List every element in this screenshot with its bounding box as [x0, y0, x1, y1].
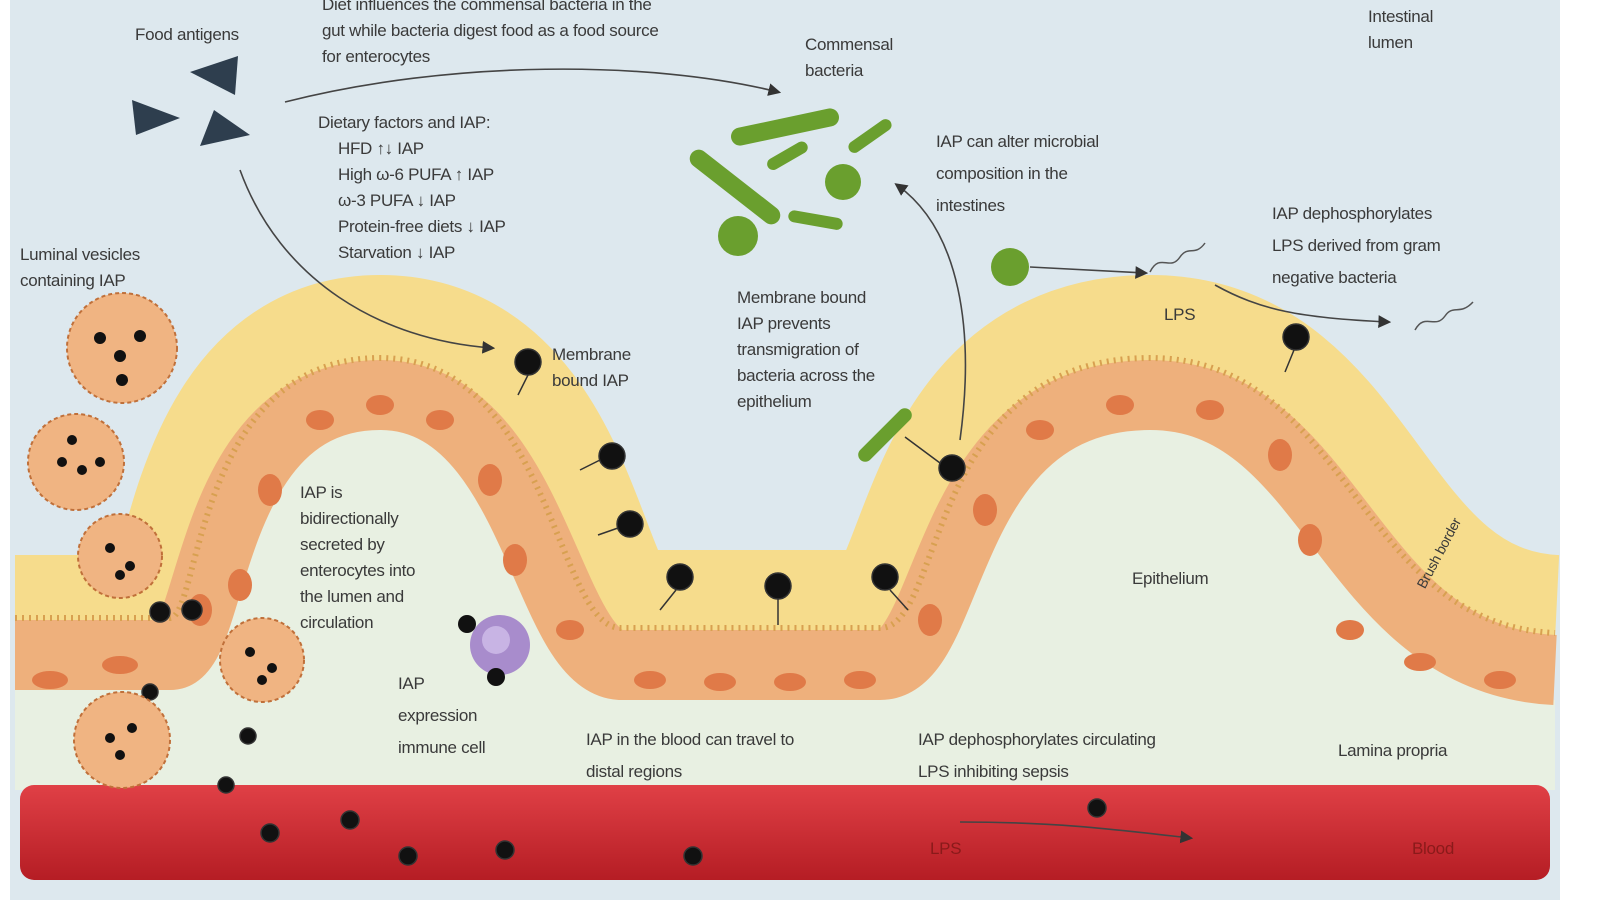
label-line: Intestinal: [1368, 7, 1434, 26]
label-line: bacteria: [805, 61, 864, 80]
label-line: bidirectionally: [300, 509, 399, 528]
label-blood: Blood: [1412, 839, 1454, 858]
label-line: lumen: [1368, 33, 1413, 52]
label-lamina-propria: Lamina propria: [1338, 741, 1448, 760]
label-line: Dietary factors and IAP:: [318, 113, 491, 132]
label-line: Starvation ↓ IAP: [338, 243, 456, 262]
blood-vessel: [20, 785, 1550, 880]
label-line: IAP dephosphorylates: [1272, 204, 1433, 223]
label-bidirectional-secretion: IAP is bidirectionally secreted by enter…: [300, 480, 416, 636]
label-line: composition in the: [936, 164, 1068, 183]
label-line: bacteria across the: [737, 366, 875, 385]
label-line: containing IAP: [20, 271, 126, 290]
immune-cell: [458, 615, 530, 686]
label-line: IAP in the blood can travel to: [586, 730, 795, 749]
label-line: Diet influences the commensal bacteria i…: [322, 0, 652, 14]
label-line: High ω-6 PUFA ↑ IAP: [338, 165, 494, 184]
label-lps-blood: LPS: [930, 839, 962, 858]
label-line: for enterocytes: [322, 47, 430, 66]
label-line: expression: [398, 706, 478, 725]
label-line: immune cell: [398, 738, 486, 757]
label-line: the lumen and: [300, 587, 404, 606]
label-line: Membrane bound: [737, 288, 867, 307]
arrows: [239, 68, 1392, 844]
epithelium: [15, 359, 1558, 705]
label-line: IAP is: [300, 483, 343, 502]
label-line: IAP: [398, 674, 425, 693]
label-food-antigens: Food antigens: [135, 25, 239, 44]
label-intestinal-lumen: Intestinal lumen: [1368, 4, 1433, 56]
label-membrane-bound-iap: Membrane bound IAP: [552, 342, 631, 394]
label-diet-bacteria: Diet influences the commensal bacteria i…: [322, 0, 659, 70]
label-dietary-factors: Dietary factors and IAP: HFD ↑↓ IAP High…: [318, 110, 506, 266]
iap-molecules: [141, 323, 1310, 866]
label-luminal-vesicles: Luminal vesicles containing IAP: [20, 242, 140, 294]
label-line: Membrane: [552, 345, 631, 364]
label-line: bound IAP: [552, 371, 629, 390]
label-line: Commensal: [805, 35, 893, 54]
label-line: enterocytes into: [300, 561, 416, 580]
label-lps-lumen: LPS: [1164, 305, 1196, 324]
food-antigen-icons: [132, 56, 250, 146]
label-line: IAP dephosphorylates circulating: [918, 730, 1156, 749]
label-line: Protein-free diets ↓ IAP: [338, 217, 506, 236]
label-line: secreted by: [300, 535, 385, 554]
label-line: Luminal vesicles: [20, 245, 140, 264]
vesicle-iap-dots: [57, 330, 277, 760]
lps-icons: [1149, 242, 1474, 331]
label-line: IAP can alter microbial: [936, 132, 1099, 151]
label-line: epithelium: [737, 392, 812, 411]
label-line: transmigration of: [737, 340, 859, 359]
label-alter-microbial: IAP can alter microbial composition in t…: [936, 126, 1099, 222]
label-line: negative bacteria: [1272, 268, 1397, 287]
label-line: intestines: [936, 196, 1005, 215]
label-epithelium: Epithelium: [1132, 569, 1209, 588]
luminal-vesicles: [27, 292, 305, 789]
label-line: HFD ↑↓ IAP: [338, 139, 424, 158]
label-line: distal regions: [586, 762, 682, 781]
label-commensal-bacteria: Commensal bacteria: [805, 32, 893, 84]
commensal-bacteria-icons: [689, 108, 1029, 462]
label-line: LPS inhibiting sepsis: [918, 762, 1069, 781]
label-dephosphorylates-lps: IAP dephosphorylates LPS derived from gr…: [1272, 198, 1441, 294]
label-inhibiting-sepsis: IAP dephosphorylates circulating LPS inh…: [918, 724, 1156, 788]
label-line: ω-3 PUFA ↓ IAP: [338, 191, 456, 210]
label-immune-cell: IAP expression immune cell: [398, 668, 486, 764]
label-line: gut while bacteria digest food as a food…: [322, 21, 659, 40]
label-prevents-transmigration: Membrane bound IAP prevents transmigrati…: [737, 285, 875, 415]
label-line: circulation: [300, 613, 374, 632]
lamina-propria: [15, 420, 1555, 790]
label-blood-travel: IAP in the blood can travel to distal re…: [586, 724, 794, 788]
label-line: LPS derived from gram: [1272, 236, 1441, 255]
label-line: IAP prevents: [737, 314, 831, 333]
